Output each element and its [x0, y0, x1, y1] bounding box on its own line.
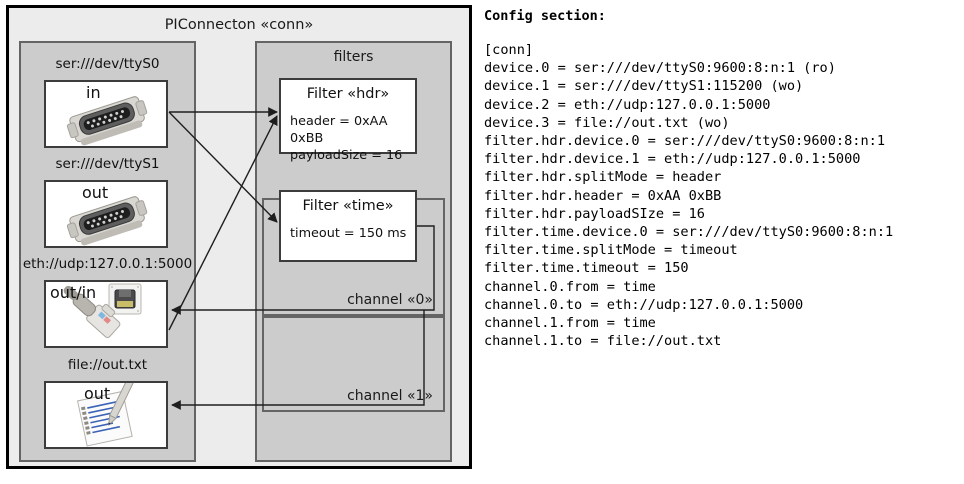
- config-line: channel.1.to = file://out.txt: [484, 333, 722, 350]
- device-node-file[interactable]: [44, 381, 168, 449]
- config-line: filter.hdr.header = 0xAA 0xBB: [484, 187, 722, 204]
- config-line: filter.hdr.device.0 = ser:///dev/ttyS0:9…: [484, 133, 886, 150]
- device-direction-ttyS0: in: [86, 83, 101, 102]
- filter-hdr-attrs: header = 0xAA 0xBB payloadSize = 16: [290, 113, 415, 164]
- config-line: device.3 = file://out.txt (wo): [484, 114, 730, 131]
- text-file-icon: [76, 383, 135, 447]
- filter-hdr-attr-payload: payloadSize = 16: [290, 148, 403, 163]
- device-label-eth: eth://udp:127.0.0.1:5000: [22, 256, 193, 272]
- filter-node-time[interactable]: Filter «time» timeout = 150 ms: [279, 190, 417, 262]
- config-line: [conn]: [484, 42, 534, 58]
- filter-time-title: Filter «time»: [302, 198, 394, 214]
- serial-port-icon: [66, 196, 148, 246]
- filter-hdr-title: Filter «hdr»: [306, 86, 390, 102]
- frame-title: PIConnecton «conn»: [164, 17, 314, 33]
- device-direction-eth: out/in: [50, 283, 97, 302]
- device-node-ttyS0[interactable]: [44, 80, 168, 148]
- device-label-ttyS0: ser:///dev/ttyS0: [55, 56, 160, 72]
- device-node-eth[interactable]: [44, 280, 168, 348]
- device-direction-ttyS1: out: [82, 183, 109, 202]
- channel-1-label: channel «1»: [347, 388, 433, 404]
- device-label-file: file://out.txt: [67, 357, 148, 373]
- channel-0-label: channel «0»: [347, 292, 433, 308]
- config-line: device.0 = ser:///dev/ttyS0:9600:8:n:1 (…: [484, 60, 836, 77]
- filter-time-attr-timeout: timeout = 150 ms: [290, 226, 407, 241]
- channel-1-group: channel «1»: [262, 316, 445, 412]
- config-section: Config section: [conn] device.0 = ser:///…: [482, 0, 964, 484]
- device-node-ttyS1[interactable]: [44, 180, 168, 248]
- config-line: filter.time.timeout = 150: [484, 260, 689, 277]
- device-direction-file: out: [84, 384, 111, 403]
- config-line: filter.hdr.device.1 = eth://udp:127.0.0.…: [484, 151, 861, 168]
- config-line: channel.0.to = eth://udp:127.0.0.1:5000: [484, 296, 804, 313]
- filter-hdr-attr-header: header = 0xAA 0xBB: [290, 114, 388, 146]
- config-line: channel.0.from = time: [484, 278, 656, 295]
- config-line: device.2 = eth://udp:127.0.0.1:5000: [484, 96, 771, 113]
- ethernet-jack-icon: [63, 283, 142, 339]
- config-lines: [conn] device.0 = ser:///dev/ttyS0:9600:8…: [484, 41, 893, 350]
- filters-group-title: filters: [333, 49, 374, 65]
- filter-time-attrs: timeout = 150 ms: [290, 225, 406, 242]
- config-line: filter.hdr.splitMode = header: [484, 169, 722, 186]
- filter-node-hdr[interactable]: Filter «hdr» header = 0xAA 0xBB payloadS…: [279, 78, 417, 163]
- config-line: filter.time.device.0 = ser:///dev/ttyS0:…: [484, 224, 894, 241]
- config-heading: Config section:: [484, 8, 606, 24]
- config-line: device.1 = ser:///dev/ttyS1:115200 (wo): [484, 78, 804, 95]
- config-line: filter.hdr.payloadSIze = 16: [484, 205, 705, 222]
- config-line: filter.time.splitMode = timeout: [484, 242, 738, 259]
- device-label-ttyS1: ser:///dev/ttyS1: [55, 156, 160, 172]
- serial-port-icon: [66, 96, 148, 146]
- config-line: channel.1.from = time: [484, 315, 656, 332]
